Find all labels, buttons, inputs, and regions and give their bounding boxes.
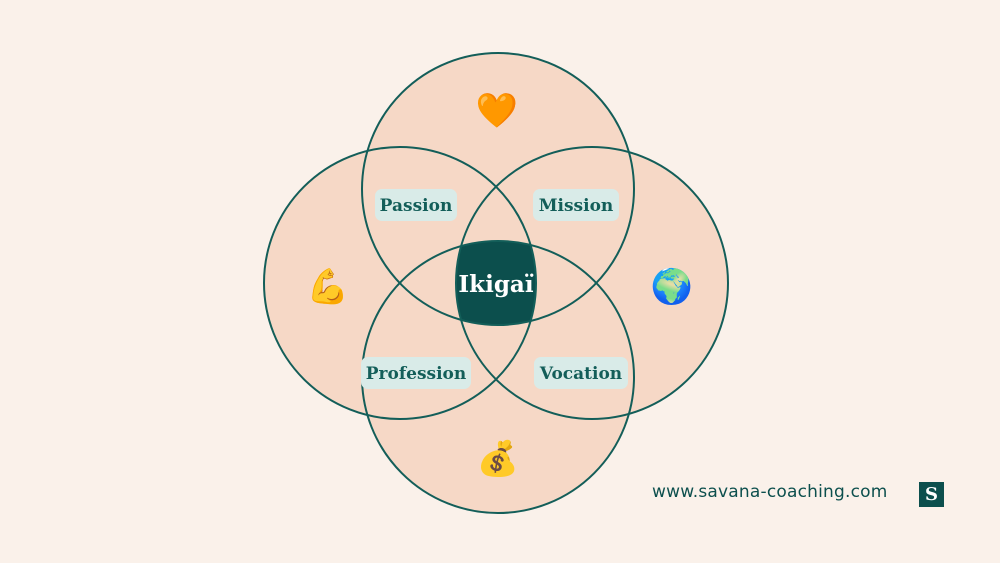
label-profession: Profession bbox=[361, 357, 471, 389]
label-mission: Mission bbox=[533, 189, 619, 221]
flexed-biceps-icon: 💪 bbox=[307, 267, 349, 307]
label-passion: Passion bbox=[375, 189, 457, 221]
label-profession-text: Profession bbox=[366, 364, 467, 384]
label-mission-text: Mission bbox=[539, 196, 614, 216]
heart-icon: 🧡 bbox=[476, 91, 519, 131]
circle-right-outline bbox=[455, 146, 729, 420]
label-passion-text: Passion bbox=[380, 196, 453, 216]
label-vocation-text: Vocation bbox=[539, 364, 622, 384]
savana-logo: S bbox=[919, 482, 944, 507]
circle-top-outline bbox=[361, 52, 635, 326]
label-vocation: Vocation bbox=[534, 357, 628, 389]
money-bag-icon: 💰 bbox=[477, 439, 519, 479]
ikigai-center-label: Ikigaï bbox=[458, 271, 533, 298]
circle-left-outline bbox=[263, 146, 537, 420]
globe-icon: 🌍 bbox=[651, 267, 693, 307]
website-link[interactable]: www.savana-coaching.com bbox=[652, 482, 888, 502]
